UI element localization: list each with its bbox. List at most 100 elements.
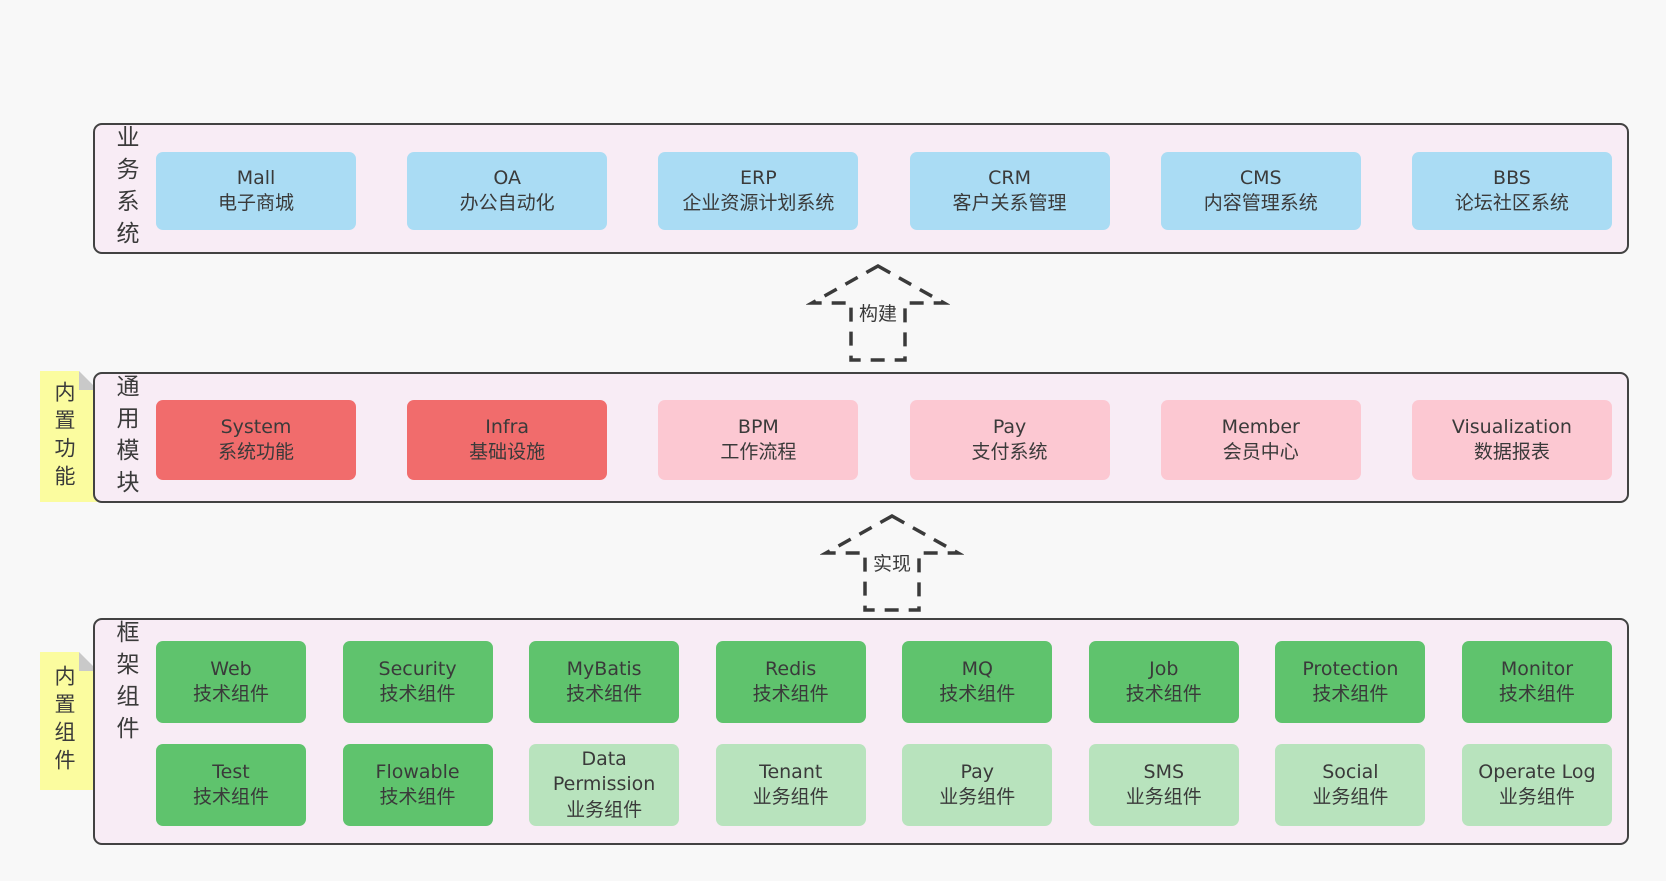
box-subtitle: 会员中心 (1222, 441, 1299, 463)
box-title: Pay (992, 415, 1027, 438)
box-subtitle: 技术组件 (379, 786, 456, 808)
box-title: System (220, 415, 292, 438)
box-sms: SMS 业务组件 (1088, 744, 1239, 826)
box-mybatis: MyBatis 技术组件 (529, 641, 680, 723)
sticky-note-built-in-components: 内置组件 (40, 652, 98, 790)
box-subtitle: 数据报表 (1473, 441, 1550, 463)
common-modules-row: System 系统功能 Infra 基础设施 BPM 工作流程 Pay 支付系统 Member 会… (156, 400, 1612, 480)
box-title: Member (1221, 415, 1300, 438)
box-subtitle: 技术组件 (192, 683, 269, 705)
box-title: Infra (485, 415, 530, 438)
box-subtitle: 基础设施 (469, 441, 546, 463)
box-subtitle: 办公自动化 (459, 192, 555, 214)
box-subtitle: 内容管理系统 (1203, 192, 1318, 214)
box-subtitle: 技术组件 (379, 683, 456, 705)
box-web: Web 技术组件 (156, 641, 306, 723)
box-subtitle: 客户关系管理 (952, 192, 1067, 214)
panel-title-common-modules: 通用模块 (112, 374, 138, 502)
box-title: Operate Log (1478, 760, 1596, 783)
box-tenant: Tenant 业务组件 (715, 744, 866, 826)
box-title: SMS (1143, 760, 1185, 783)
box-title: Tenant (759, 760, 823, 783)
box-title: CRM (988, 166, 1031, 189)
box-cms: CMS 内容管理系统 (1160, 152, 1361, 230)
box-subtitle: 业务组件 (939, 786, 1016, 808)
box-title: OA (493, 166, 521, 189)
box-title: BPM (737, 415, 779, 438)
box-subtitle: 论坛社区系统 (1454, 192, 1569, 214)
box-bbs: BBS 论坛社区系统 (1411, 152, 1612, 230)
box-subtitle: 技术组件 (1498, 683, 1575, 705)
box-subtitle: 系统功能 (217, 441, 294, 463)
box-title: Web (210, 657, 252, 680)
box-title: Social (1322, 760, 1379, 783)
box-subtitle: 支付系统 (971, 441, 1048, 463)
implement-arrow-label: 实现 (869, 548, 915, 577)
box-erp: ERP 企业资源计划系统 (658, 152, 859, 230)
box-subtitle: 业务组件 (1498, 786, 1575, 808)
box-member: Member 会员中心 (1160, 400, 1361, 480)
arrow-up-icon (820, 513, 964, 612)
box-subtitle: 工作流程 (720, 441, 797, 463)
box-subtitle: 技术组件 (752, 683, 829, 705)
box-title: MyBatis (566, 657, 642, 680)
box-title: Pay (960, 760, 995, 783)
box-title: Data Permission (552, 748, 656, 796)
sticky-note-label: 内置功能 (52, 380, 76, 493)
arrow-up-icon (806, 263, 950, 362)
panel-title-framework-components: 框架组件 (112, 620, 138, 748)
box-mq: MQ 技术组件 (902, 641, 1053, 723)
box-title: Protection (1302, 657, 1399, 680)
box-monitor: Monitor 技术组件 (1461, 641, 1612, 723)
panel-title-business-systems: 业务系统 (112, 125, 138, 253)
box-title: Test (212, 760, 250, 783)
box-subtitle: 企业资源计划系统 (682, 192, 835, 214)
box-title: Job (1149, 657, 1179, 680)
box-subtitle: 业务组件 (752, 786, 829, 808)
sticky-note-built-in-features: 内置功能 (40, 371, 98, 502)
implement-arrow: 实现 (820, 512, 964, 614)
box-subtitle: 电子商城 (217, 192, 294, 214)
sticky-note-label: 内置组件 (52, 665, 76, 777)
box-title: Mall (236, 166, 276, 189)
box-pay: Pay 业务组件 (902, 744, 1053, 826)
box-subtitle: 技术组件 (566, 683, 643, 705)
box-title: Monitor (1500, 657, 1574, 680)
box-redis: Redis 技术组件 (715, 641, 866, 723)
box-title: BBS (1493, 166, 1531, 189)
box-title: MQ (961, 657, 993, 680)
box-pay: Pay 支付系统 (909, 400, 1110, 480)
box-title: Visualization (1451, 415, 1572, 438)
box-subtitle: 技术组件 (1125, 683, 1202, 705)
box-subtitle: 业务组件 (566, 798, 643, 821)
box-job: Job 技术组件 (1088, 641, 1239, 723)
box-title: Security (378, 657, 457, 680)
box-security: Security 技术组件 (342, 641, 493, 723)
box-title: Redis (765, 657, 817, 680)
box-oa: OA 办公自动化 (407, 152, 608, 230)
box-subtitle: 技术组件 (939, 683, 1016, 705)
box-title: CMS (1239, 166, 1282, 189)
box-subtitle: 业务组件 (1312, 786, 1389, 808)
box-visualization: Visualization 数据报表 (1411, 400, 1612, 480)
box-mall: Mall 电子商城 (156, 152, 356, 230)
box-bpm: BPM 工作流程 (658, 400, 859, 480)
box-infra: Infra 基础设施 (407, 400, 608, 480)
box-title: ERP (740, 166, 777, 189)
box-social: Social 业务组件 (1275, 744, 1426, 826)
common-modules-panel: 通用模块 System 系统功能 Infra 基础设施 BPM 工作流程 Pay 支付系统 Me… (93, 372, 1629, 503)
build-arrow-label: 构建 (855, 298, 901, 327)
business-systems-row: Mall 电子商城 OA 办公自动化 ERP 企业资源计划系统 CRM 客户关系管理 CMS 内容… (156, 152, 1612, 230)
build-arrow: 构建 (806, 262, 950, 364)
box-crm: CRM 客户关系管理 (909, 152, 1110, 230)
box-title: Flowable (375, 760, 460, 783)
box-subtitle: 业务组件 (1125, 786, 1202, 808)
box-flowable: Flowable 技术组件 (342, 744, 493, 826)
